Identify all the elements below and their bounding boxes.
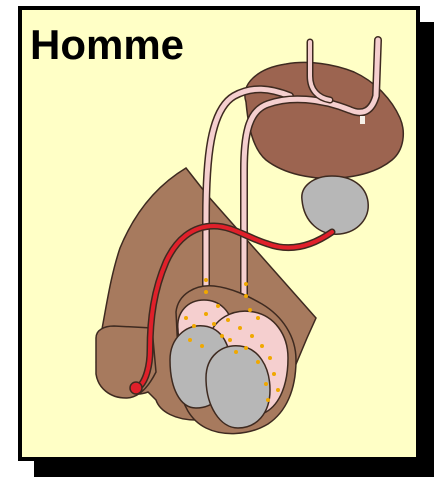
seminal-vesicle [302,176,368,234]
page-title: Homme [30,24,184,66]
duct-marker [360,116,365,124]
urethra-opening [130,382,142,394]
